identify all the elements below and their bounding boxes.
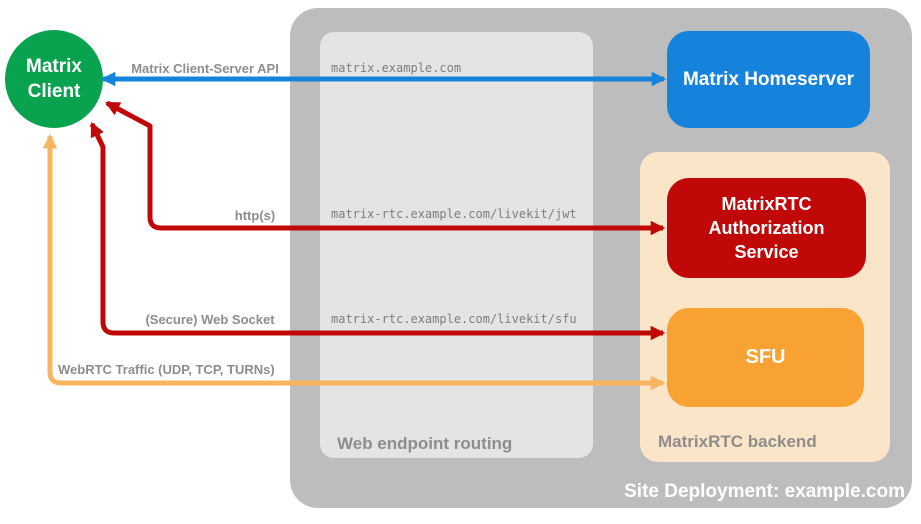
endpoint-livekit-jwt: matrix-rtc.example.com/livekit/jwt [331, 207, 577, 221]
endpoint-livekit-sfu: matrix-rtc.example.com/livekit/sfu [331, 312, 577, 326]
routing-section-label: Web endpoint routing [337, 434, 513, 453]
arrow-label-websocket: (Secure) Web Socket [145, 312, 275, 327]
sfu-label: SFU [745, 346, 786, 368]
arrow-label-https: http(s) [234, 208, 276, 223]
arrow-label-client-server-api: Matrix Client-Server API [131, 61, 279, 76]
matrix-homeserver-node: Matrix Homeserver [667, 31, 870, 128]
matrix-client-node: Matrix Client [5, 30, 103, 128]
matrix-homeserver-label: Matrix Homeserver [682, 68, 855, 90]
matrix-client-label: Matrix Client [26, 56, 82, 102]
authorization-service-node: MatrixRTC Authorization Service [667, 178, 866, 278]
deployment-title: Site Deployment: example.com [624, 481, 905, 502]
arrow-label-webrtc: WebRTC Traffic (UDP, TCP, TURNs) [58, 362, 275, 377]
web-endpoint-routing-box [320, 32, 593, 458]
authorization-service-label: MatrixRTC Authorization Service [708, 194, 825, 262]
endpoint-matrix: matrix.example.com [331, 61, 462, 75]
sfu-node: SFU [667, 308, 864, 407]
backend-section-label: MatrixRTC backend [658, 432, 817, 451]
